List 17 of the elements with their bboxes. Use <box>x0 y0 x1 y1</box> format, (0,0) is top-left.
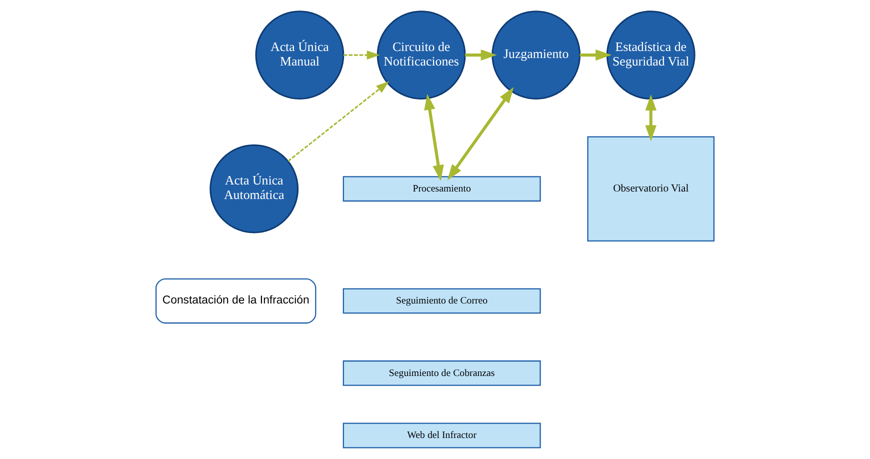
node-circle: Juzgamiento <box>492 10 581 100</box>
node-box: Constatación de la Infracción <box>155 278 316 324</box>
node-box: Seguimiento de Cobranzas <box>342 360 541 386</box>
arrow <box>447 87 514 180</box>
node-circle: Estadística de Seguridad Vial <box>606 10 696 100</box>
node-box: Web del Infractor <box>342 422 541 448</box>
node-box: Seguimiento de Correo <box>342 288 541 314</box>
arrow <box>424 94 444 182</box>
arrow <box>343 50 380 60</box>
node-circle: Acta Única Automática <box>210 144 299 234</box>
arrow <box>645 94 656 142</box>
node-circle: Acta Única Manual <box>255 10 344 100</box>
arrow <box>288 81 390 162</box>
arrow <box>465 49 497 61</box>
node-box: Observatorio Vial <box>587 136 715 242</box>
node-box: Procesamiento <box>342 176 541 202</box>
arrow <box>580 49 612 61</box>
